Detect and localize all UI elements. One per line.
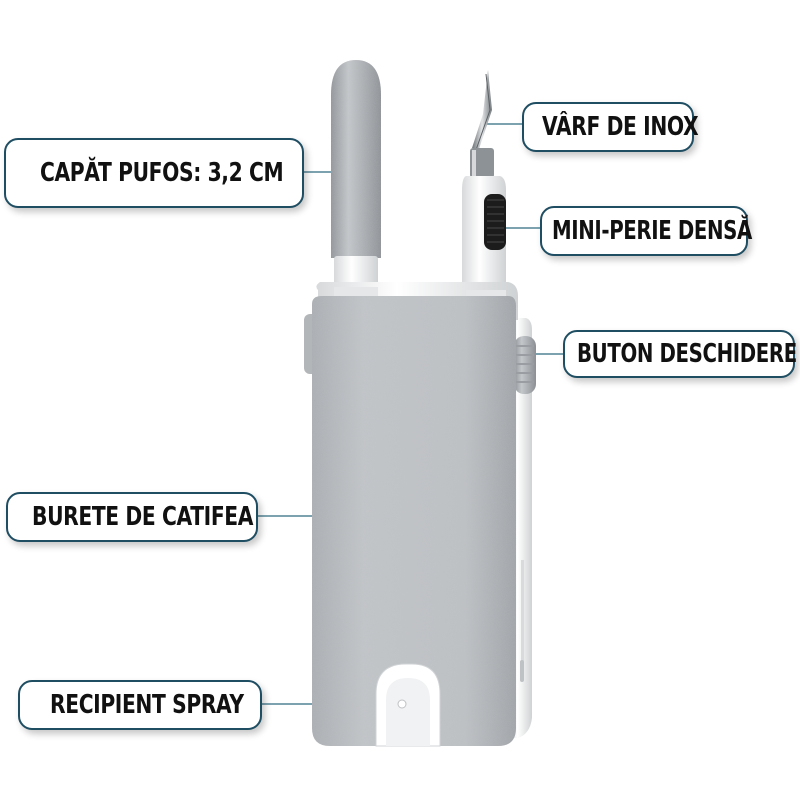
callout-spray-container: RECIPIENT SPRAY bbox=[18, 680, 262, 730]
callout-mini-brush: MINI-PERIE DENSĂ bbox=[540, 206, 752, 256]
velvet-sponge-body bbox=[312, 296, 516, 746]
open-button-illustration bbox=[514, 336, 536, 394]
callout-fluffy-tip-label: CAPĂT PUFOS: 3,2 CM bbox=[40, 158, 284, 188]
fluffy-pen-illustration bbox=[331, 60, 381, 287]
callout-mini-brush-label: MINI-PERIE DENSĂ bbox=[552, 216, 752, 246]
callout-steel-tip-label: VÂRF DE INOX bbox=[542, 112, 699, 142]
callout-open-button-label: BUTON DESCHIDERE bbox=[577, 339, 797, 369]
callout-velvet-sponge: BURETE DE CATIFEA bbox=[6, 492, 258, 542]
callout-open-button: BUTON DESCHIDERE bbox=[563, 330, 797, 378]
callout-spray-container-label: RECIPIENT SPRAY bbox=[50, 690, 244, 720]
steel-tip-pen-illustration bbox=[462, 70, 506, 302]
spray-container-illustration bbox=[375, 663, 441, 747]
callout-steel-tip: VÂRF DE INOX bbox=[522, 102, 699, 152]
callout-velvet-sponge-label: BURETE DE CATIFEA bbox=[32, 502, 254, 532]
callout-fluffy-tip: CAPĂT PUFOS: 3,2 CM bbox=[4, 138, 304, 208]
